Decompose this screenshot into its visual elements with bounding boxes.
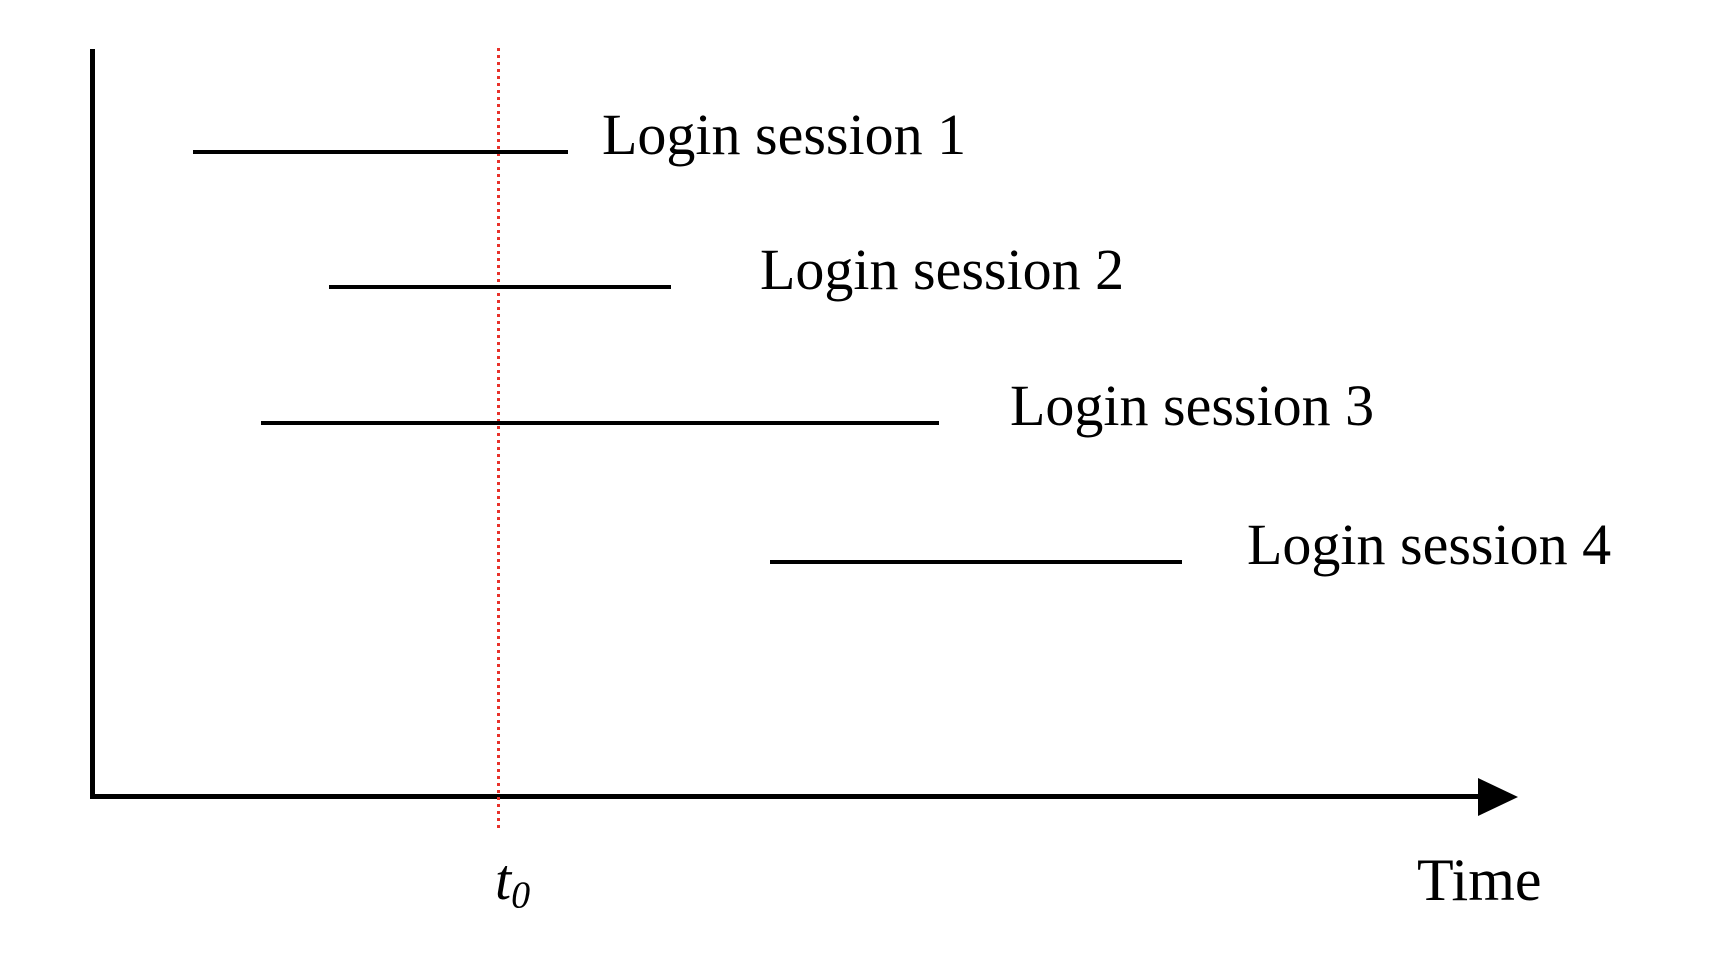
x-axis-line xyxy=(90,794,1482,799)
session-3-label: Login session 3 xyxy=(1010,373,1375,438)
session-2-label: Login session 2 xyxy=(760,237,1125,302)
session-2-interval-line xyxy=(329,285,671,289)
session-4-interval-line xyxy=(770,560,1182,564)
session-3-interval-line xyxy=(261,421,939,425)
session-1-label: Login session 1 xyxy=(602,102,967,167)
session-1-interval-line xyxy=(193,150,568,154)
session-4-label: Login session 4 xyxy=(1247,512,1612,577)
t0-reference-line xyxy=(497,48,500,832)
t0-base-text: t xyxy=(495,847,512,912)
y-axis-line xyxy=(90,49,95,799)
x-axis-arrowhead-icon xyxy=(1478,778,1518,816)
t0-axis-tick-label: t0 xyxy=(495,851,530,915)
x-axis-title: Time xyxy=(1417,847,1542,913)
t0-subscript-text: 0 xyxy=(511,874,531,917)
